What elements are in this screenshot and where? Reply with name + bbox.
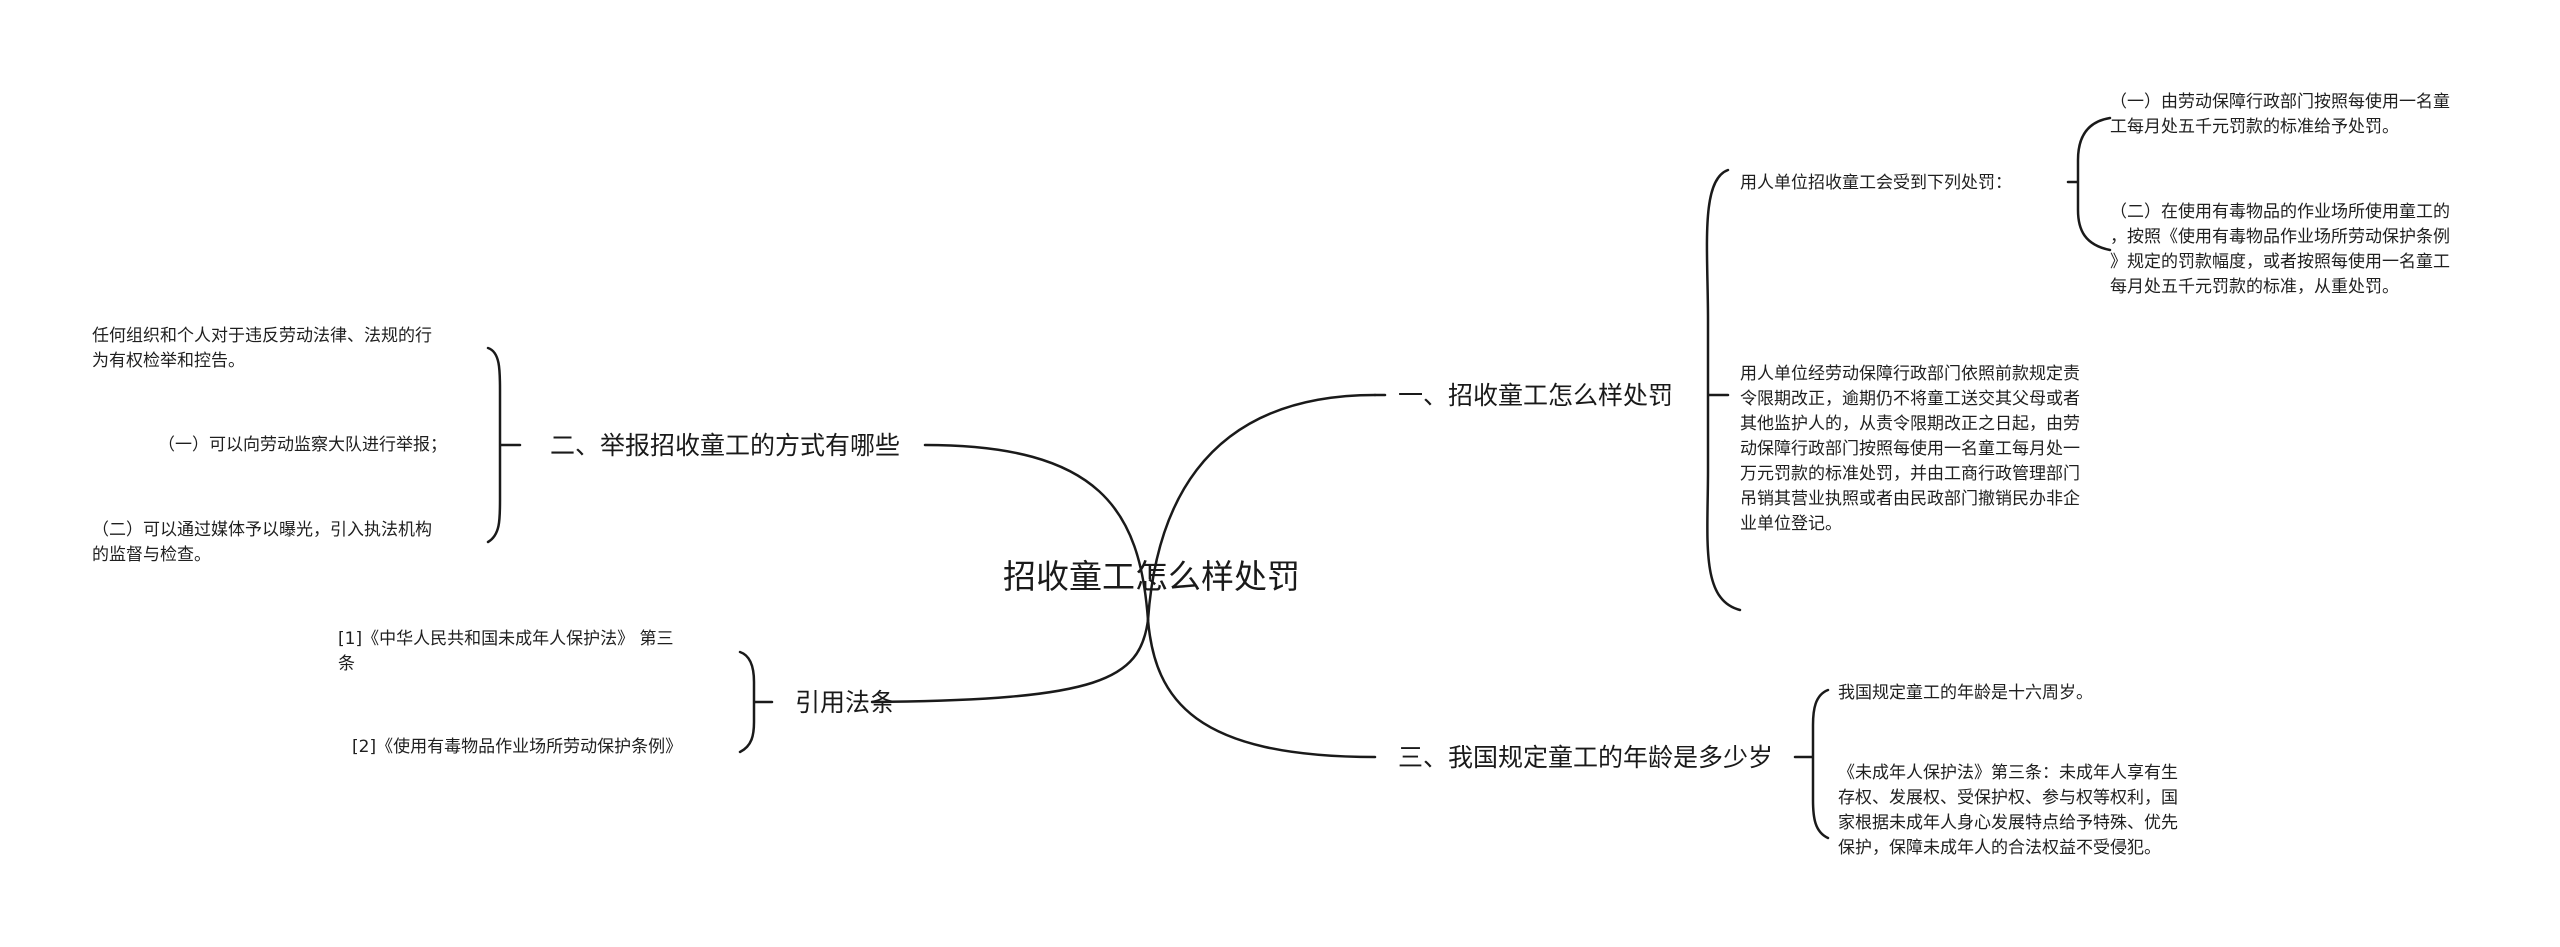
root-title: 招收童工怎么样处罚 bbox=[1003, 557, 1300, 596]
text-line: [1]《中华人民共和国未成年人保护法》 第三 bbox=[338, 629, 674, 649]
bracket-citations bbox=[738, 650, 774, 754]
node-right-to-report: 任何组织和个人对于违反劳动法律、法规的行 为有权检举和控告。 bbox=[92, 324, 432, 374]
text-line: 《未成年人保护法》第三条：未成年人享有生 bbox=[1838, 763, 2178, 783]
text-line: 家根据未成年人身心发展特点给予特殊、优先 bbox=[1838, 813, 2178, 833]
link-root-branch-cite bbox=[870, 618, 1150, 704]
bracket-branch-1 bbox=[1705, 168, 1742, 612]
bracket-branch-3 bbox=[1793, 688, 1830, 840]
text-line: 任何组织和个人对于违反劳动法律、法规的行 bbox=[92, 326, 432, 346]
text-line: ，按照《使用有毒物品作业场所劳动保护条例 bbox=[2110, 227, 2450, 247]
branch-reporting-methods: 二、举报招收童工的方式有哪些 bbox=[550, 431, 901, 460]
text-line: 》规定的罚款幅度，或者按照每使用一名童工 bbox=[2110, 252, 2450, 272]
text-line: 条 bbox=[338, 654, 355, 674]
node-penalty-item-2: （二）在使用有毒物品的作业场所使用童工的 ，按照《使用有毒物品作业场所劳动保护条… bbox=[2110, 200, 2450, 300]
branch-cited-laws: 引用法条 bbox=[795, 688, 896, 717]
text-line: 动保障行政部门按照每使用一名童工每月处一 bbox=[1740, 439, 2080, 459]
text-line: 工每月处五千元罚款的标准给予处罚。 bbox=[2110, 117, 2399, 137]
text-line: 业单位登记。 bbox=[1740, 514, 1842, 534]
bracket-branch-2 bbox=[486, 346, 522, 544]
text-line: 万元罚款的标准处罚，并由工商行政管理部门 bbox=[1740, 464, 2080, 484]
text-line: 令限期改正，逾期仍不将童工送交其父母或者 bbox=[1740, 389, 2080, 409]
node-media-exposure: （二）可以通过媒体予以曝光，引入执法机构 的监督与检查。 bbox=[92, 518, 432, 568]
node-age-definition: 我国规定童工的年龄是十六周岁。 bbox=[1838, 683, 2093, 703]
node-penalty-item-1: （一）由劳动保障行政部门按照每使用一名童 工每月处五千元罚款的标准给予处罚。 bbox=[2110, 90, 2450, 140]
branch-penalties: 一、招收童工怎么样处罚 bbox=[1398, 381, 1674, 410]
link-root-branch-2 bbox=[923, 443, 1150, 622]
text-line: （一）由劳动保障行政部门按照每使用一名童 bbox=[2110, 92, 2450, 112]
text-line: 为有权检举和控告。 bbox=[92, 351, 245, 371]
text-line: （二）在使用有毒物品的作业场所使用童工的 bbox=[2110, 202, 2450, 222]
branch-child-labor-age: 三、我国规定童工的年龄是多少岁 bbox=[1398, 743, 1774, 772]
text-line: 每月处五千元罚款的标准，从重处罚。 bbox=[2110, 277, 2399, 297]
node-citation-1: [1]《中华人民共和国未成年人保护法》 第三 条 bbox=[338, 627, 673, 677]
node-overdue-penalty: 用人单位经劳动保障行政部门依照前款规定责 令限期改正，逾期仍不将童工送交其父母或… bbox=[1740, 362, 2080, 537]
text-line: 保护，保障未成年人的合法权益不受侵犯。 bbox=[1838, 838, 2161, 858]
text-line: 吊销其营业执照或者由民政部门撤销民办非企 bbox=[1740, 489, 2080, 509]
text-line: 用人单位经劳动保障行政部门依照前款规定责 bbox=[1740, 364, 2080, 384]
node-minor-protection-law: 《未成年人保护法》第三条：未成年人享有生 存权、发展权、受保护权、参与权等权利，… bbox=[1838, 761, 2178, 861]
link-root-branch-1 bbox=[1146, 393, 1377, 622]
text-line: （二）可以通过媒体予以曝光，引入执法机构 bbox=[92, 520, 432, 540]
node-citation-2: [2]《使用有毒物品作业场所劳动保护条例》 bbox=[352, 737, 683, 757]
text-line: 其他监护人的，从责令限期改正之日起，由劳 bbox=[1740, 414, 2080, 434]
node-penalty-list-heading: 用人单位招收童工会受到下列处罚： bbox=[1740, 173, 2012, 193]
link-root-branch-3 bbox=[1146, 618, 1377, 759]
text-line: 存权、发展权、受保护权、参与权等权利，国 bbox=[1838, 788, 2178, 808]
text-line: 的监督与检查。 bbox=[92, 545, 211, 565]
node-report-labor-inspection: （一）可以向劳动监察大队进行举报； bbox=[158, 435, 447, 455]
bracket-sub-penalties bbox=[2066, 116, 2112, 252]
